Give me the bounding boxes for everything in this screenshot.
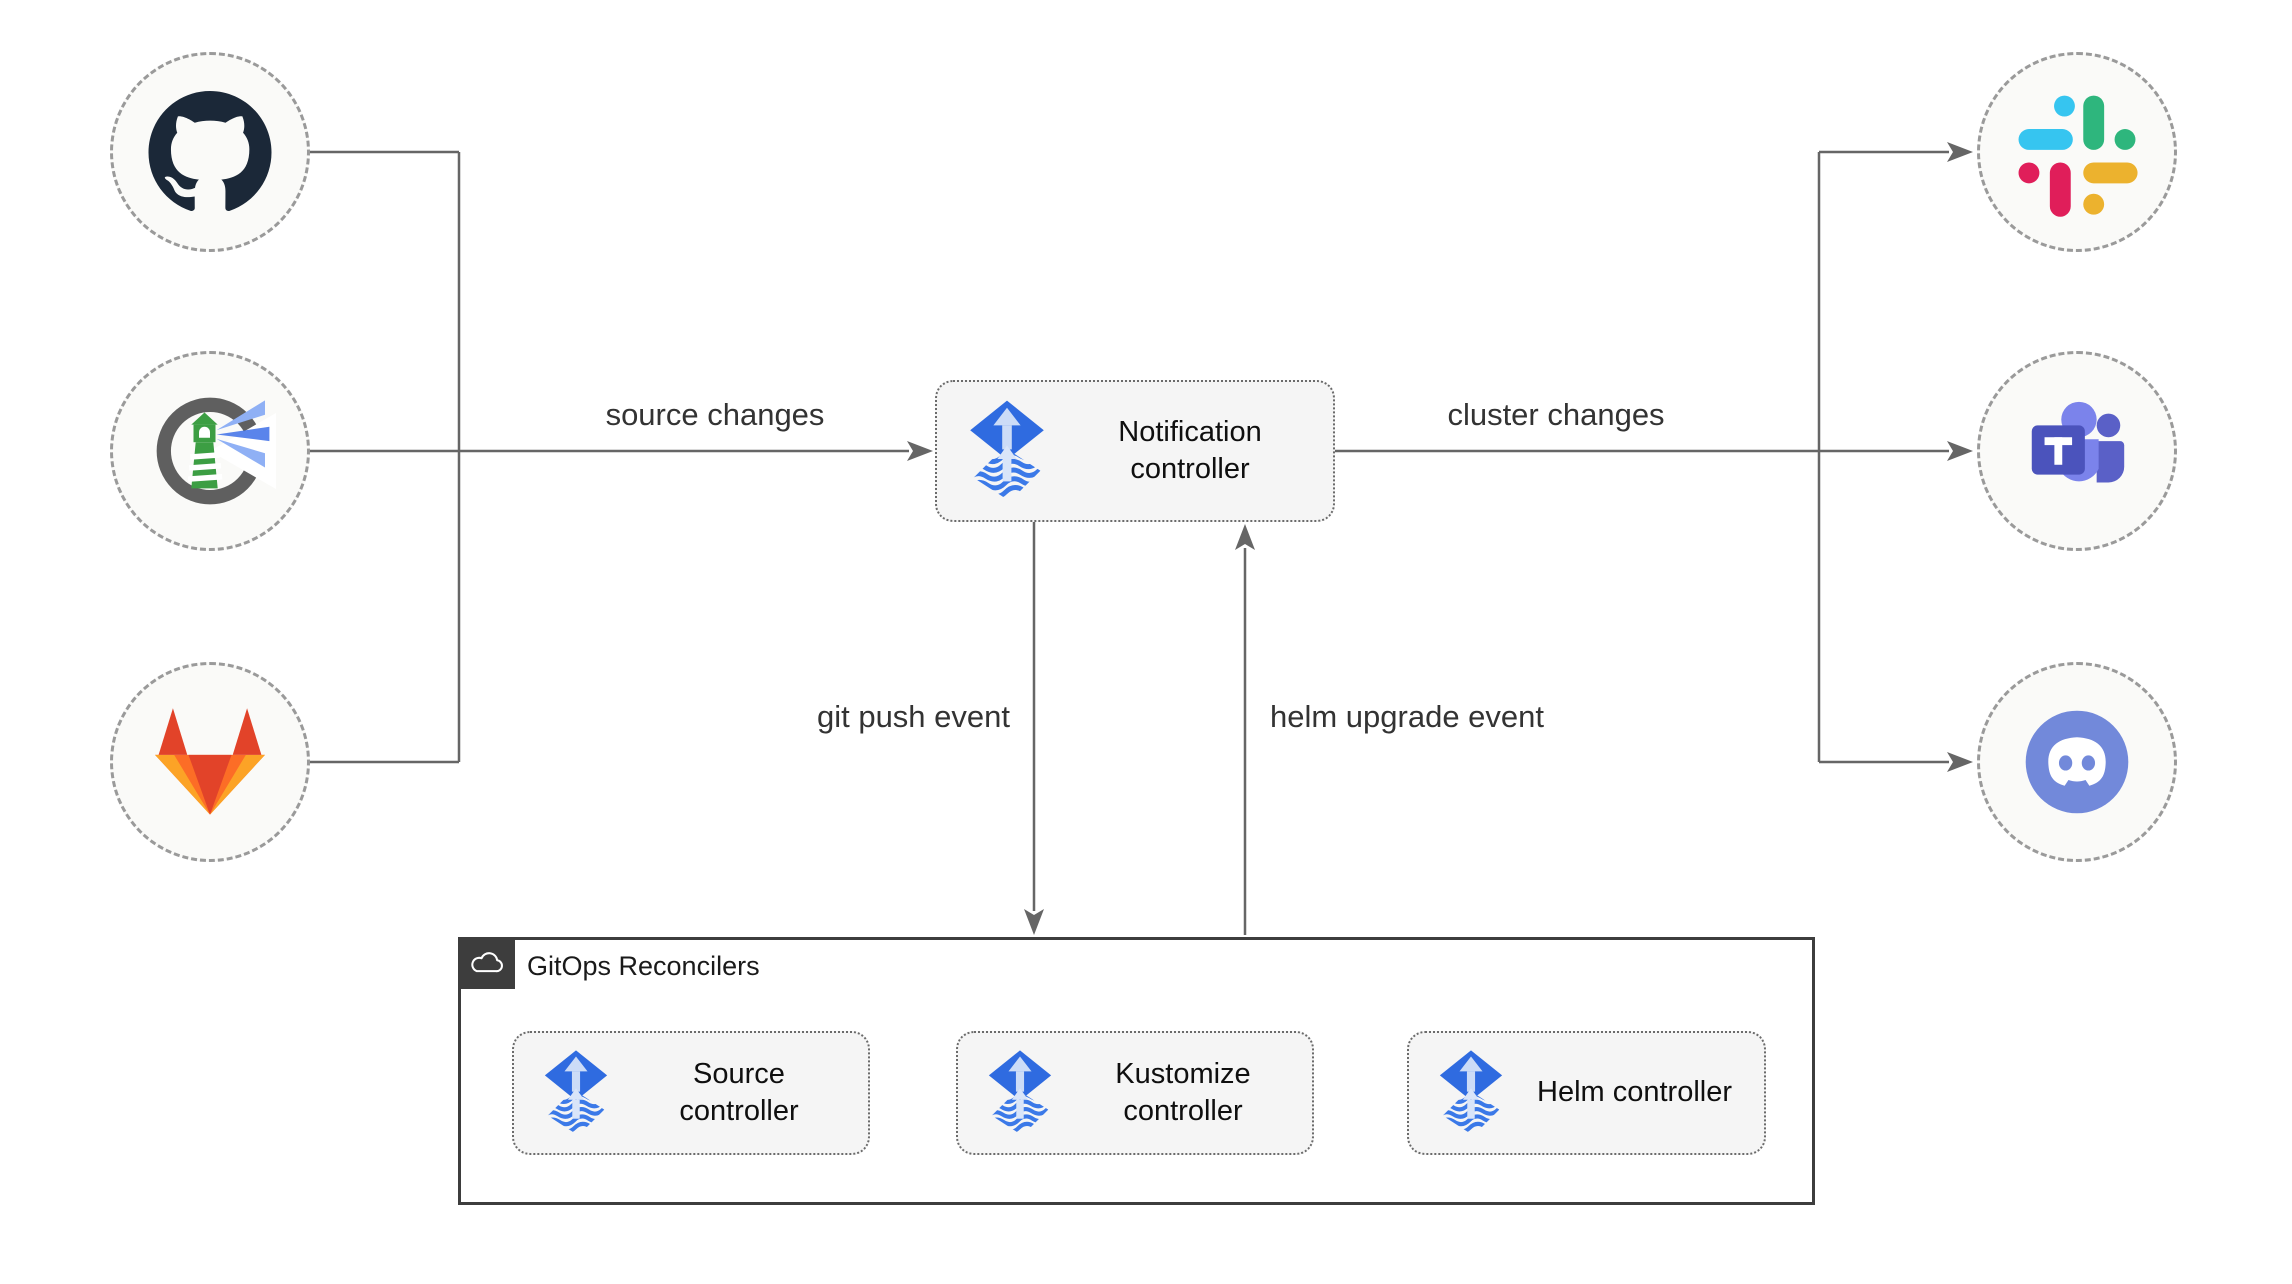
github-node xyxy=(110,52,310,252)
helm-controller-label: Helm controller xyxy=(1537,1076,1732,1109)
microsoft-teams-icon xyxy=(2031,401,2125,483)
kustomize-controller-label: Kustomize controller xyxy=(1115,1057,1251,1127)
cloud-icon xyxy=(470,952,503,973)
gitlab-node xyxy=(110,662,310,862)
source-controller-label: Source controller xyxy=(679,1057,799,1127)
gitops-container-title: GitOps Reconcilers xyxy=(527,951,760,981)
flux-icon xyxy=(967,399,1047,503)
harbor-icon xyxy=(156,397,276,505)
github-icon xyxy=(148,90,272,211)
slack-node xyxy=(1977,52,2177,252)
gitops-tab xyxy=(458,937,515,989)
harbor-node xyxy=(110,351,310,551)
discord-icon xyxy=(2025,710,2129,814)
flux-icon xyxy=(542,1049,610,1137)
slack-icon xyxy=(2018,95,2138,217)
edge-label-cluster-changes: cluster changes xyxy=(1447,397,1665,432)
flux-icon xyxy=(1437,1049,1505,1137)
source-controller-node: Source controller xyxy=(512,1031,870,1155)
kustomize-controller-node: Kustomize controller xyxy=(956,1031,1314,1155)
edge-label-source-changes: source changes xyxy=(605,397,825,432)
microsoft-teams-node xyxy=(1977,351,2177,551)
gitops-reconcilers-container: GitOps Reconcilers Source controller Kus… xyxy=(458,937,1815,1205)
flux-icon xyxy=(986,1049,1054,1137)
edge-label-helm-upgrade-event: helm upgrade event xyxy=(1270,699,1545,734)
notification-controller-label: Notification controller xyxy=(1118,415,1262,485)
gitlab-icon xyxy=(155,708,265,815)
notification-controller-node: Notification controller xyxy=(935,380,1335,522)
edge-label-git-push-event: git push event xyxy=(816,699,1010,734)
discord-node xyxy=(1977,662,2177,862)
helm-controller-node: Helm controller xyxy=(1407,1031,1766,1155)
